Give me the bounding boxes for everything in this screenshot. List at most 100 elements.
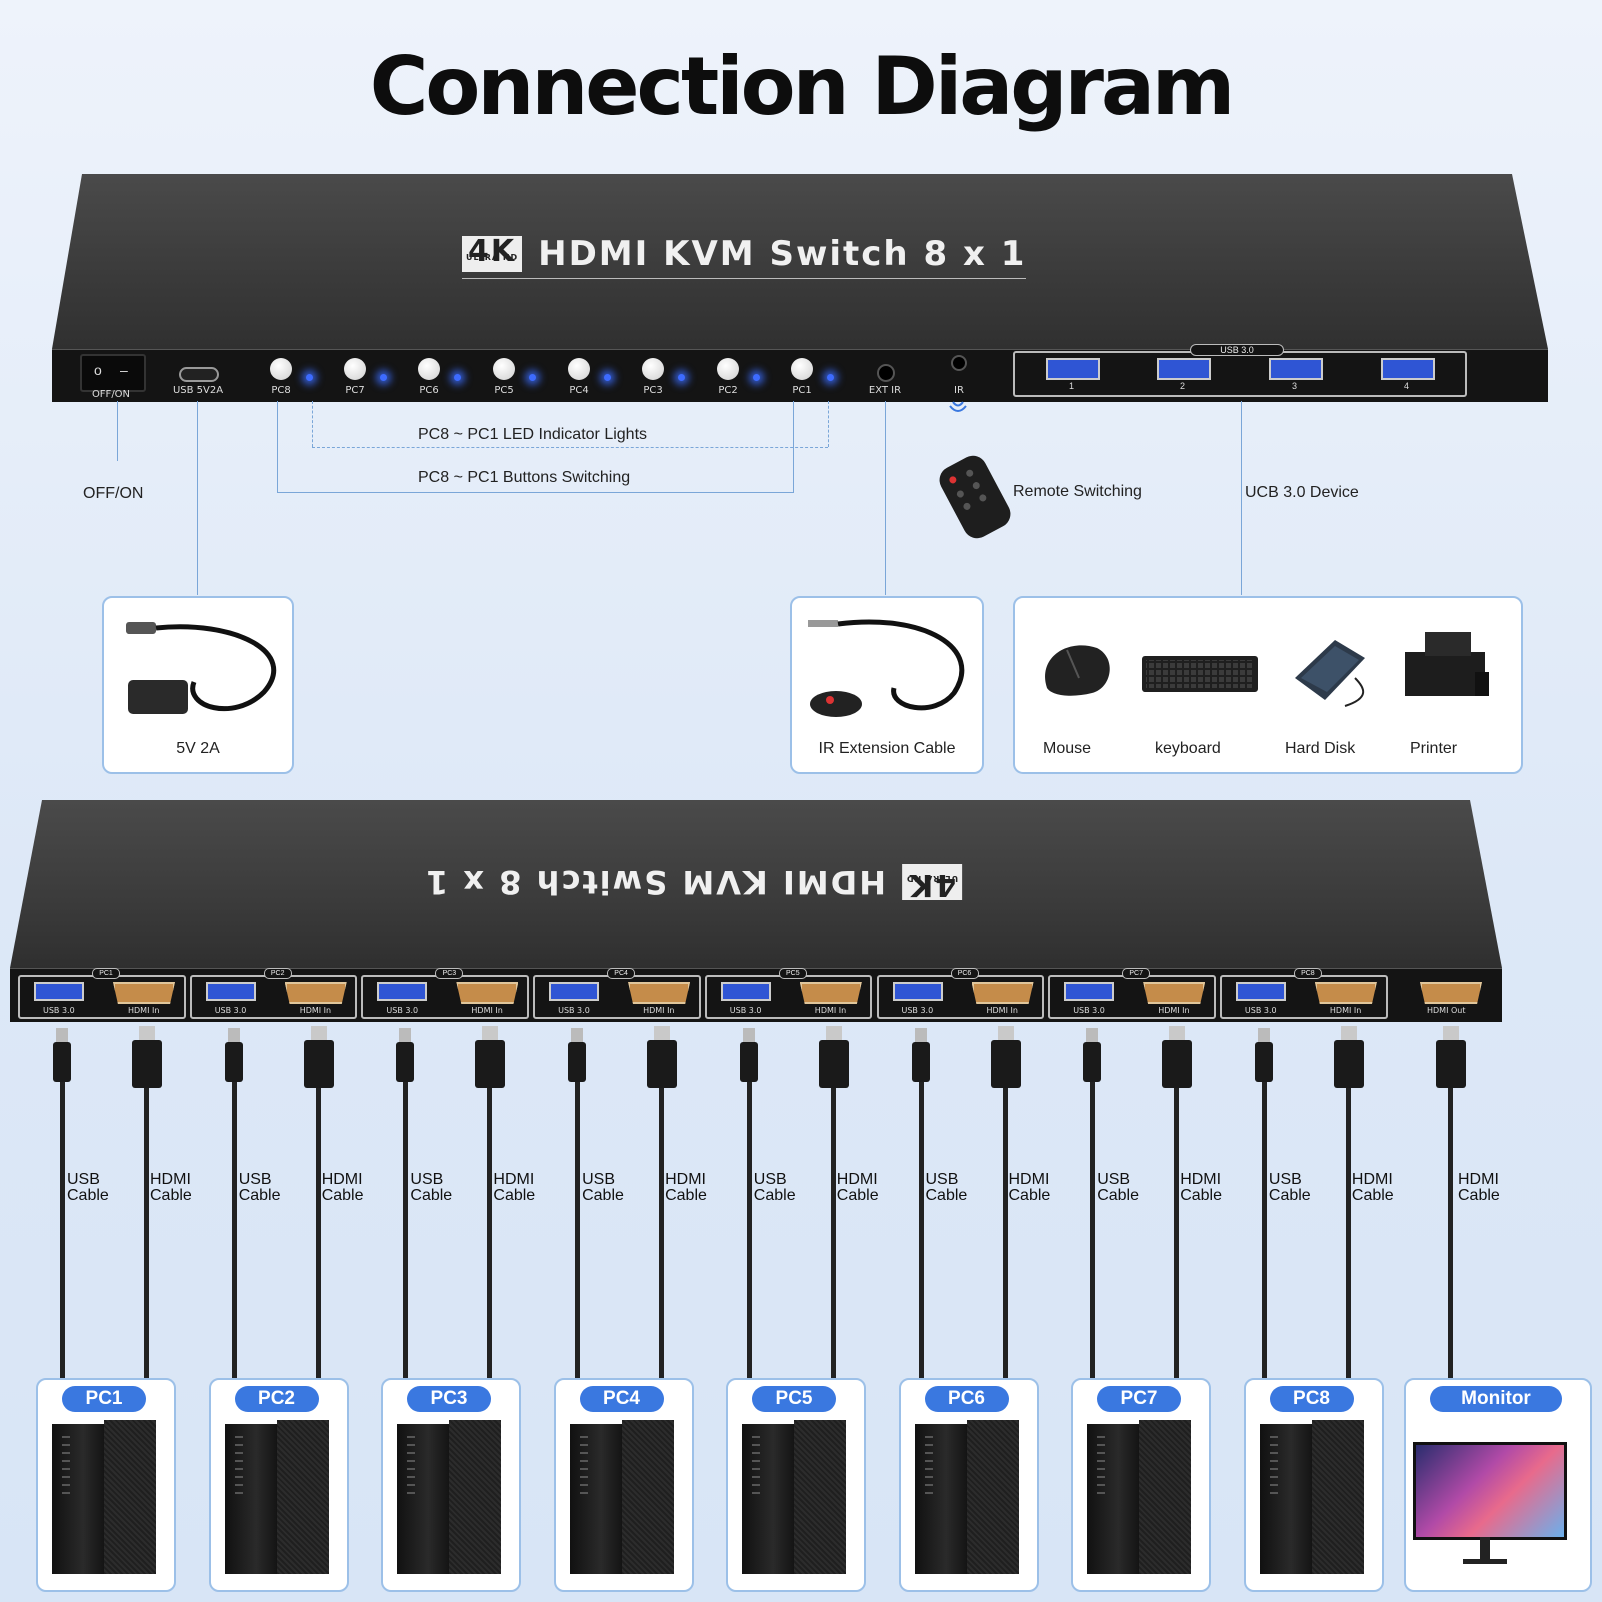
- led-indicator-pc3: [678, 374, 685, 381]
- monitor-pill: Monitor: [1430, 1386, 1562, 1412]
- monitor-base: [1463, 1559, 1507, 1564]
- usb-cable-label-line: Cable: [925, 1187, 968, 1204]
- pc-button-label: PC5: [494, 385, 514, 396]
- usb-device-caption: Printer: [1410, 740, 1458, 757]
- pc-button-pc5[interactable]: [493, 358, 515, 380]
- usb-cable: [746, 1082, 752, 1378]
- usb-connector-line: [1241, 401, 1242, 595]
- usb3-port-number: 4: [1404, 381, 1410, 391]
- hdmi-cable-label-line: HDMI: [1008, 1171, 1050, 1188]
- usb3-port-1[interactable]: [1046, 358, 1100, 380]
- power-switch-label: OFF/ON: [91, 389, 131, 400]
- usb-power-label: USB 5V2A: [172, 385, 224, 396]
- usb-cable-label-line: Cable: [1097, 1187, 1139, 1204]
- pc-button-label: PC4: [569, 385, 589, 396]
- usb3-port-2[interactable]: [1157, 358, 1211, 380]
- pc-tower-icon: [224, 1424, 277, 1574]
- remote-control-icon: [934, 450, 1016, 544]
- pc-button-pc7[interactable]: [344, 358, 366, 380]
- led-indicator-pc6: [454, 374, 461, 381]
- usb-cable: [60, 1082, 65, 1378]
- kvm-switch-back-body: [10, 800, 1502, 968]
- pc-tower-side: [1139, 1420, 1191, 1574]
- hdmi-cable-label-line: Cable: [836, 1187, 879, 1204]
- led-indicator-pc8: [306, 374, 313, 381]
- usb-port-label: USB 3.0: [558, 1006, 590, 1015]
- pc5-pill: PC5: [752, 1386, 836, 1412]
- pc-button-pc3[interactable]: [642, 358, 664, 380]
- pc-tower-side: [104, 1420, 156, 1574]
- hdmi-in-port-label: HDMI In: [986, 1006, 1018, 1015]
- hdmi-input-port-pc5: [799, 982, 862, 1004]
- usb3-port-3[interactable]: [1269, 358, 1323, 380]
- pc-button-label: PC8: [271, 385, 291, 396]
- monitor-screen-icon: [1413, 1442, 1567, 1540]
- pc-button-label: PC1: [792, 385, 812, 396]
- usb-c-power-port: [179, 367, 219, 382]
- usb3-input-port-pc8: [1235, 982, 1286, 1001]
- kvm-switch-front-body: [52, 174, 1548, 349]
- pc7-pill: PC7: [1097, 1386, 1181, 1412]
- usb-cable-label-line: Cable: [1268, 1187, 1311, 1204]
- usb3-port-4[interactable]: [1381, 358, 1435, 380]
- port-group-tag: PC8: [1293, 968, 1322, 979]
- usb-device-caption: keyboard: [1155, 740, 1221, 757]
- usb3-port-number: 2: [1180, 381, 1186, 391]
- hdmi-output-port: [1420, 982, 1482, 1004]
- power-rocker-switch[interactable]: o–: [80, 354, 146, 392]
- usb-cable-label-line: USB: [582, 1171, 615, 1188]
- pc-button-pc6[interactable]: [418, 358, 440, 380]
- usb-cable-plug: [53, 1028, 71, 1082]
- monitor-hdmi-cable-label-line: HDMI: [1458, 1171, 1499, 1188]
- hdmi-cable-label-line: HDMI: [493, 1171, 535, 1188]
- usb-cable-plug: [911, 1028, 930, 1082]
- keyboard-icon: [1142, 656, 1258, 692]
- pc-button-pc2[interactable]: [717, 358, 739, 380]
- pc-button-pc1[interactable]: [791, 358, 813, 380]
- usb-cable-label-line: USB: [410, 1171, 444, 1188]
- monitor-stand: [1480, 1537, 1490, 1561]
- hdmi-input-port-pc6: [971, 982, 1034, 1004]
- usb-port-label: USB 3.0: [1073, 1006, 1105, 1015]
- usb-cable-plug: [396, 1028, 415, 1082]
- hdmi-input-port-pc2: [284, 982, 347, 1004]
- usb3-input-port-pc5: [720, 982, 771, 1001]
- led-bracket-left: [312, 401, 313, 447]
- monitor-hdmi-cable-label-line: Cable: [1458, 1187, 1500, 1204]
- pc4-pill: PC4: [579, 1386, 664, 1412]
- port-group-tag: PC2: [263, 968, 292, 979]
- hdmi-cable-label-line: HDMI: [1351, 1171, 1393, 1188]
- usb-cable: [918, 1082, 924, 1378]
- port-group-tag: PC1: [92, 968, 120, 979]
- off-on-connector-line: [117, 401, 118, 461]
- usb-cable-plug: [568, 1028, 587, 1082]
- power-adapter-box: 5V 2A: [102, 596, 294, 774]
- usb3-port-number: 3: [1292, 381, 1298, 391]
- led-indicator-pc2: [753, 374, 760, 381]
- pc-tower-side: [1311, 1420, 1364, 1574]
- hdmi-cable-plug: [475, 1026, 506, 1088]
- hdmi-cable: [1174, 1088, 1180, 1378]
- pc-button-pc4[interactable]: [568, 358, 590, 380]
- hard-disk-icon: [1295, 640, 1365, 707]
- pc-button-pc8[interactable]: [270, 358, 292, 380]
- ir-signal-icon: [949, 401, 967, 412]
- usb3-input-port-pc1: [34, 982, 84, 1001]
- usb3-input-port-pc4: [549, 982, 600, 1001]
- hdmi-input-port-pc1: [113, 982, 175, 1004]
- hdmi-cable-plug: [647, 1026, 678, 1088]
- hdmi-cable-label-line: Cable: [1008, 1187, 1051, 1204]
- hdmi-cable: [315, 1088, 321, 1378]
- led-indicator-pc5: [529, 374, 536, 381]
- hdmi-cable-plug: [303, 1026, 334, 1088]
- hdmi-in-port-label: HDMI In: [299, 1006, 332, 1015]
- pc3-pill: PC3: [407, 1386, 491, 1412]
- pc-tower-side: [621, 1420, 674, 1574]
